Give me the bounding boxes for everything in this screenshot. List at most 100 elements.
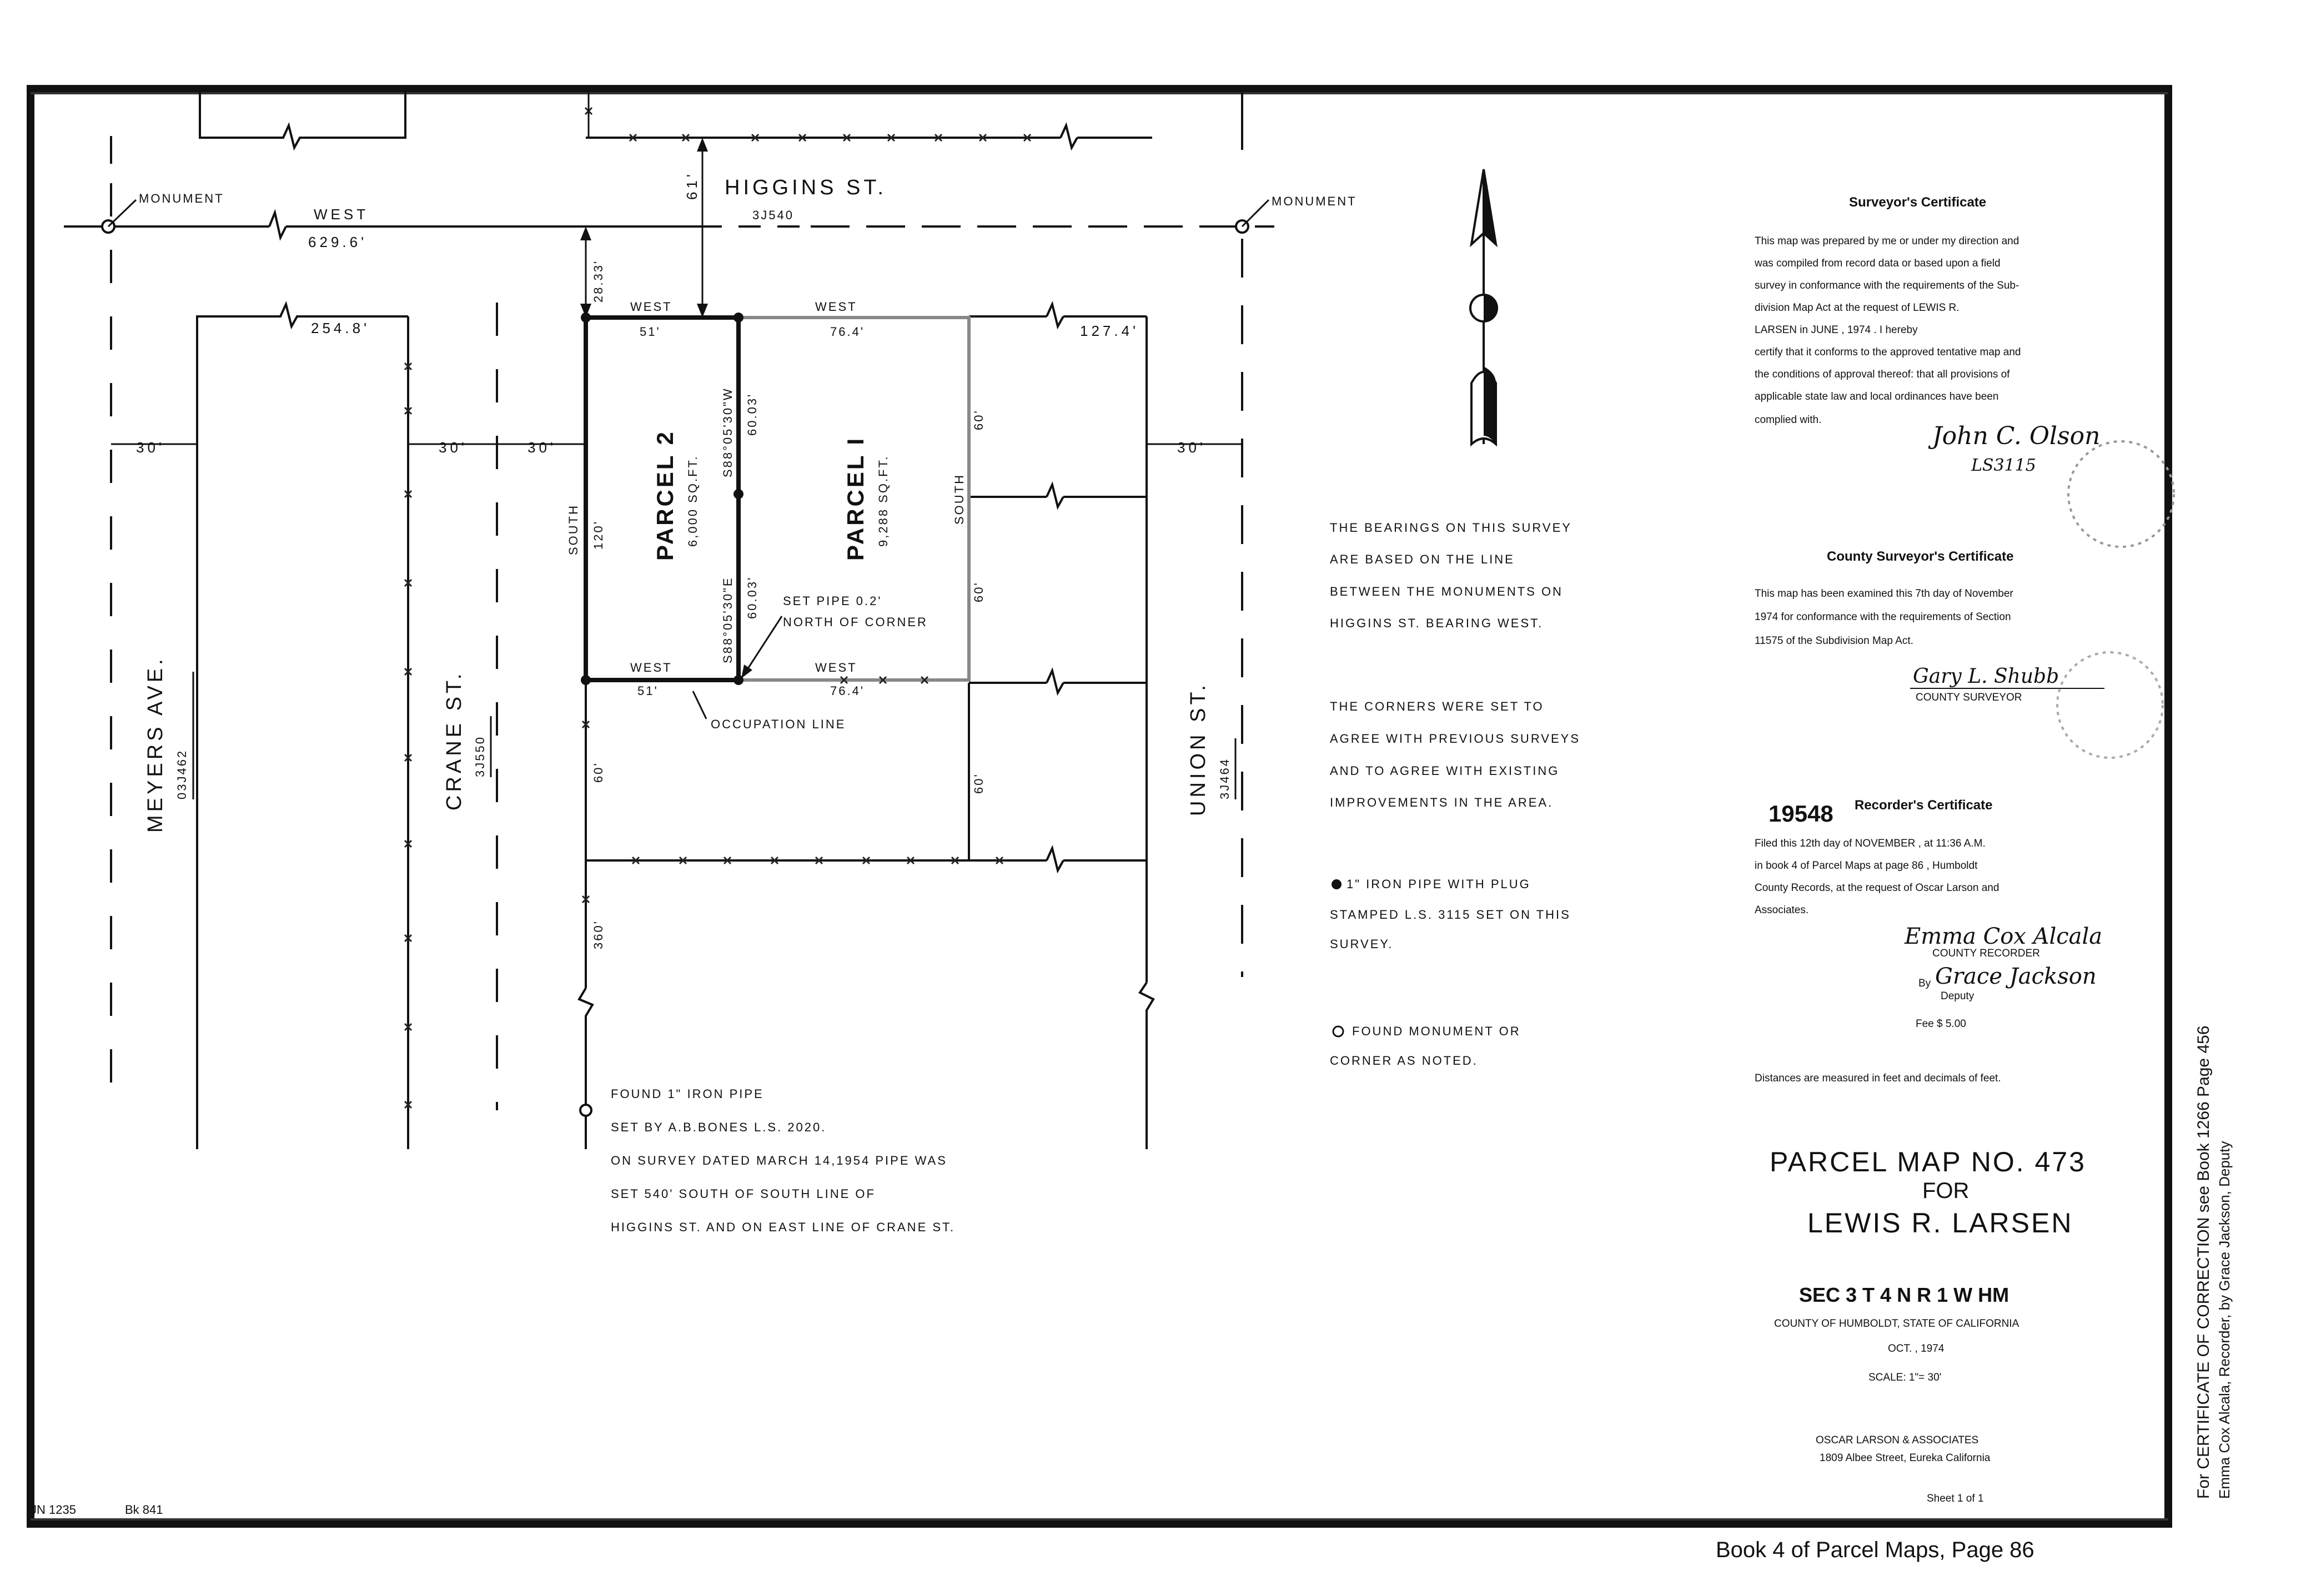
surveyor-cert-line: complied with. (1755, 414, 1821, 426)
dim-6003-bot: 60.03' (745, 576, 759, 619)
title-line1: PARCEL MAP NO. 473 (1770, 1146, 2086, 1177)
west-629-bearing: WEST (314, 206, 369, 223)
found-pipe-4: SET 540' SOUTH OF SOUTH LINE OF (611, 1187, 876, 1201)
recorder-cert-line: County Records, at the request of Oscar … (1755, 882, 1999, 894)
county-cert-line: 1974 for conformance with the requiremen… (1755, 611, 2011, 623)
notes-block: THE BEARINGS ON THIS SURVEY ARE BASED ON… (611, 521, 1580, 1234)
dim-30-c: 30' (527, 439, 556, 456)
corner-note-4: IMPROVEMENTS IN THE AREA. (1330, 796, 1553, 809)
dim-60-b: 60' (972, 581, 986, 602)
dim-6003-top: 60.03' (745, 393, 759, 436)
found-pipe-1: FOUND 1" IRON PIPE (611, 1087, 764, 1101)
deputy-signature: Grace Jackson (1935, 964, 2097, 989)
crane-code: 3J550 (473, 736, 487, 777)
monument-left-label: MONUMENT (139, 192, 224, 205)
set-pipe-line1: SET PIPE 0.2' (783, 594, 882, 608)
surveyor-cert-heading: Surveyor's Certificate (1849, 195, 1986, 210)
parcel-1-area: 9,288 SQ.FT. (876, 455, 890, 547)
pipe-legend-3: SURVEY. (1330, 937, 1393, 951)
county-surveyor-signature: Gary L. Shubb (1913, 665, 2059, 688)
found-pipe-5: HIGGINS ST. AND ON EAST LINE OF CRANE ST… (611, 1220, 955, 1234)
surveyor-signature: John C. Olson (1928, 422, 2100, 450)
margin-note-signature: Emma Cox Alcala, Recorder, by Grace Jack… (2216, 1141, 2233, 1499)
title-county: COUNTY OF HUMBOLDT, STATE OF CALIFORNIA (1774, 1318, 2019, 1330)
recorder-cert-line: in book 4 of Parcel Maps at page 86 , Hu… (1755, 860, 1978, 872)
dim-60-d: 60' (591, 762, 605, 783)
county-seal (2056, 651, 2164, 759)
dim-61: 61' (684, 171, 700, 200)
title-line3: LEWIS R. LARSEN (1807, 1207, 2073, 1238)
bearing-note-4: HIGGINS ST. BEARING WEST. (1330, 616, 1543, 630)
recorder-by: By (1918, 978, 1931, 989)
deputy-title: Deputy (1941, 990, 1975, 1002)
recorder-cert-line: Filed this 12th day of NOVEMBER , at 11:… (1755, 838, 1986, 849)
title-date: OCT. , 1974 (1888, 1343, 1945, 1355)
found-pipe-2: SET BY A.B.BONES L.S. 2020. (611, 1120, 826, 1134)
dim-30-d: 30' (1177, 439, 1206, 456)
dim-60-a: 60' (972, 409, 986, 430)
found-legend-1: FOUND MONUMENT OR (1352, 1024, 1521, 1038)
dim-30-a: 30' (136, 439, 165, 456)
union-st-label: UNION ST. (1187, 682, 1210, 816)
south-left: SOUTH (566, 504, 580, 555)
dim-76-top: 76.4' (830, 325, 865, 339)
meyers-ave-label: MEYERS AVE. (144, 656, 167, 833)
title-line2: FOR (1922, 1179, 1969, 1203)
pipe-legend-dot (1332, 879, 1342, 889)
title-sec: SEC 3 T 4 N R 1 W HM (1799, 1283, 2009, 1306)
west-p2-bot: WEST (630, 661, 672, 674)
surveyor-cert-line: This map was prepared by me or under my … (1755, 235, 2019, 247)
dim-127: 127.4' (1080, 323, 1139, 339)
parcel-1-name: PARCEL I (842, 436, 868, 561)
map-border (27, 85, 2172, 1528)
found-legend-2: CORNER AS NOTED. (1330, 1054, 1478, 1068)
dim-254: 254.8' (311, 320, 370, 336)
footer-book-page: Book 4 of Parcel Maps, Page 86 (1716, 1538, 2034, 1562)
dim-30-b: 30' (439, 439, 468, 456)
higgins-centerline (64, 209, 1274, 241)
bearing-note-2: ARE BASED ON THE LINE (1330, 552, 1515, 566)
county-cert-text: This map has been examined this 7th day … (1755, 588, 2013, 647)
county-cert-heading: County Surveyor's Certificate (1827, 549, 2013, 564)
dim-51-top: 51' (640, 325, 661, 339)
corner-note-3: AND TO AGREE WITH EXISTING (1330, 764, 1559, 778)
higgins-code: 3J540 (752, 208, 794, 222)
top-block-lines (199, 89, 1243, 151)
surveyor-cert-line: LARSEN in JUNE , 1974 . I hereby (1755, 324, 1918, 336)
title-address: 1809 Albee Street, Eureka California (1820, 1452, 1991, 1464)
county-surveyor-title: COUNTY SURVEYOR (1916, 692, 2022, 703)
title-scale: SCALE: 1"= 30' (1868, 1372, 1941, 1383)
title-firm: OSCAR LARSON & ASSOCIATES (1816, 1434, 1978, 1446)
north-arrow (1469, 169, 1498, 447)
recorder-cert-text: Filed this 12th day of NOVEMBER , at 11:… (1755, 838, 1999, 916)
recorder-cert-heading: Recorder's Certificate (1855, 798, 1992, 813)
recorder-fee: Fee $ 5.00 (1916, 1018, 1966, 1030)
job-number: JN 1235 (31, 1503, 76, 1517)
south-right: SOUTH (952, 474, 966, 525)
dim-360: 360' (591, 920, 605, 949)
bearing-top: S88°05'30"W (721, 387, 735, 477)
bearing-bot: S88°05'30"E (721, 576, 735, 663)
recorder-cert-line: Associates. (1755, 904, 1808, 916)
county-cert-line: This map has been examined this 7th day … (1755, 588, 2013, 600)
west-p2-top: WEST (630, 300, 672, 314)
higgins-st-label: HIGGINS ST. (725, 176, 887, 199)
dim-629: 629.6' (308, 234, 367, 250)
pipe-legend-1: 1" IRON PIPE WITH PLUG (1347, 877, 1531, 891)
monument-right-label: MONUMENT (1272, 194, 1357, 208)
dim-120: 120' (591, 520, 605, 550)
found-pipe-3: ON SURVEY DATED MARCH 14,1954 PIPE WAS (611, 1154, 947, 1167)
set-pipe-line2: NORTH OF CORNER (783, 615, 928, 629)
fence-ticks-top (584, 107, 1032, 142)
surveyor-ls: LS3115 (1971, 456, 2036, 475)
distances-note: Distances are measured in feet and decim… (1755, 1073, 2001, 1084)
dim-60-c: 60' (972, 773, 986, 794)
dim-28: 28.33' (591, 260, 605, 303)
parcel-corner-pipes (581, 313, 743, 685)
surveyor-seal (2067, 440, 2175, 548)
county-cert-line: 11575 of the Subdivision Map Act. (1755, 635, 1913, 647)
corner-note-2: AGREE WITH PREVIOUS SURVEYS (1330, 732, 1580, 746)
surveyor-cert-line: was compiled from record data or based u… (1754, 258, 2001, 269)
occupation-line-label: OCCUPATION LINE (711, 717, 846, 731)
recorder-signature: Emma Cox Alcala (1904, 924, 2102, 949)
